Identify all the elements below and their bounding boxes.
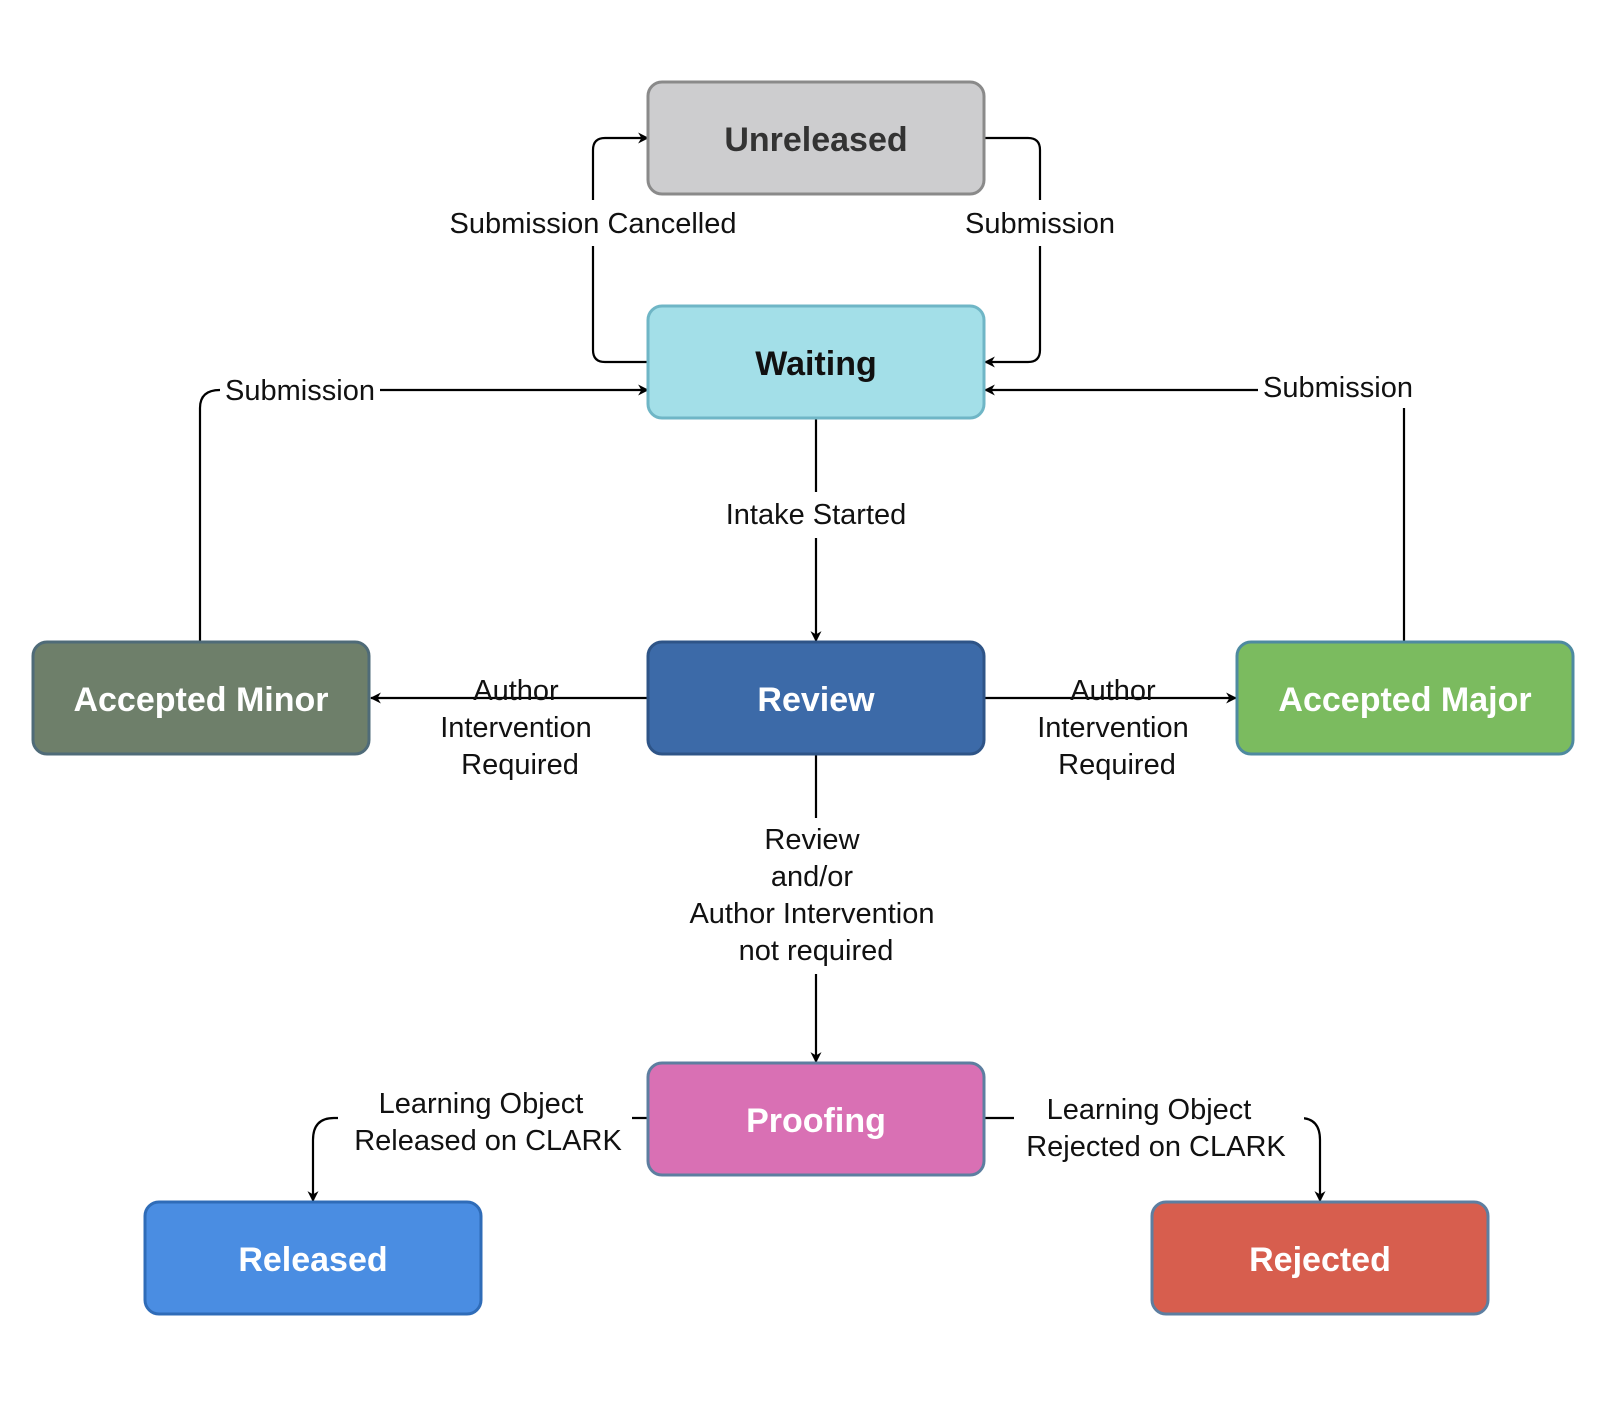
label-review-not-required-line-3: Author Intervention xyxy=(689,898,934,930)
edge-submission-cancelled xyxy=(591,132,650,364)
node-review-label: Review xyxy=(757,681,875,719)
node-waiting-box xyxy=(646,304,986,420)
node-waiting: Waiting xyxy=(646,304,986,420)
label-author-left-line-1: Author xyxy=(473,675,559,707)
label-lo-rejected-line-2: Rejected on CLARK xyxy=(1026,1131,1286,1163)
edge-submission-left xyxy=(198,384,650,641)
node-rejected: Rejected xyxy=(1150,1200,1490,1316)
node-unreleased: Unreleased xyxy=(646,80,986,196)
node-released-box xyxy=(143,1200,483,1316)
edge-submission-top xyxy=(983,136,1042,368)
label-review-not-required: Review and/or Author Intervention not re… xyxy=(689,824,942,967)
label-submission-right: Submission xyxy=(1263,372,1413,404)
label-author-right: Author Intervention Required xyxy=(1037,675,1197,781)
node-accepted-major-label: Accepted Major xyxy=(1278,681,1531,719)
node-accepted-major-box xyxy=(1235,640,1575,756)
node-rejected-label: Rejected xyxy=(1249,1241,1391,1279)
nodes: Unreleased Waiting Review Accepted Minor… xyxy=(31,80,1575,1316)
label-lo-released-line-2: Released on CLARK xyxy=(354,1125,622,1157)
edge-lo-released xyxy=(307,1116,648,1203)
label-review-not-required-line-4: not required xyxy=(739,935,894,967)
label-author-left-line-2: Intervention xyxy=(440,712,592,744)
label-intake-started: Intake Started xyxy=(726,499,907,531)
node-proofing-label: Proofing xyxy=(746,1102,886,1140)
node-accepted-minor-label: Accepted Minor xyxy=(73,681,328,719)
label-author-right-line-1: Author xyxy=(1070,675,1156,707)
node-accepted-major: Accepted Major xyxy=(1235,640,1575,756)
edge-labels: Submission Cancelled Submission Submissi… xyxy=(220,200,1418,1168)
node-review-box xyxy=(646,640,986,756)
label-submission-cancelled: Submission Cancelled xyxy=(450,208,737,240)
label-submission-left: Submission xyxy=(225,375,375,407)
label-lo-released: Learning Object Released on CLARK xyxy=(354,1088,622,1157)
label-author-left-line-3: Required xyxy=(461,749,579,781)
label-lo-rejected-line-1: Learning Object xyxy=(1047,1094,1252,1126)
edge-submission-right xyxy=(983,384,1406,641)
node-proofing: Proofing xyxy=(646,1061,986,1177)
label-author-right-line-3: Required xyxy=(1058,749,1176,781)
node-accepted-minor: Accepted Minor xyxy=(31,640,371,756)
node-review: Review xyxy=(646,640,986,756)
node-proofing-box xyxy=(646,1061,986,1177)
label-author-right-line-2: Intervention xyxy=(1037,712,1189,744)
node-unreleased-label: Unreleased xyxy=(724,121,907,159)
label-review-not-required-line-2: and/or xyxy=(771,861,854,893)
node-accepted-minor-box xyxy=(31,640,371,756)
node-unreleased-box xyxy=(646,80,986,196)
label-review-not-required-line-1: Review xyxy=(764,824,860,856)
label-author-left: Author Intervention Required xyxy=(440,675,600,781)
node-released: Released xyxy=(143,1200,483,1316)
label-lo-released-line-1: Learning Object xyxy=(379,1088,584,1120)
label-lo-rejected: Learning Object Rejected on CLARK xyxy=(1026,1094,1286,1163)
node-waiting-label: Waiting xyxy=(755,345,877,383)
node-released-label: Released xyxy=(238,1241,387,1279)
node-rejected-box xyxy=(1150,1200,1490,1316)
label-submission-top: Submission xyxy=(965,208,1115,240)
